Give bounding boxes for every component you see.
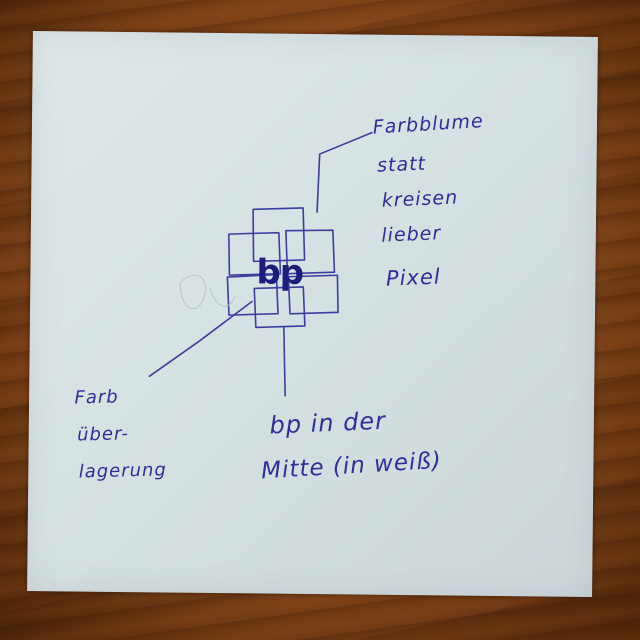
pixel-flower-sketch [148, 131, 373, 397]
annotation-line-2: statt [376, 152, 427, 177]
pointer-line-bottom-left [148, 300, 253, 378]
annotation-line-3: kreisen [381, 186, 459, 212]
annotation-line-5: Pixel [385, 264, 442, 291]
flower-square-left [228, 231, 282, 276]
annotation-left-line-1: Farb [74, 386, 119, 409]
pointer-line-bottom [283, 326, 286, 397]
flower-square-bottom [253, 286, 306, 329]
pointer-line-top-right [316, 131, 373, 213]
sketch-drawing [27, 31, 598, 597]
annotation-line-4: lieber [380, 222, 442, 247]
sticky-note: bp Farbblume statt kreisen lieber Pixel … [27, 31, 598, 597]
annotation-left-line-2: über- [76, 423, 130, 446]
annotation-left-line-3: lagerung [78, 459, 168, 483]
bp-logo-text: bp [256, 252, 304, 293]
flower-square-bottom-right [287, 274, 339, 315]
flower-square-bottom-left [226, 273, 279, 316]
flower-square-right [285, 229, 336, 275]
annotation-bottom-line-1: bp in der [268, 406, 387, 440]
flower-square-top [252, 207, 306, 263]
